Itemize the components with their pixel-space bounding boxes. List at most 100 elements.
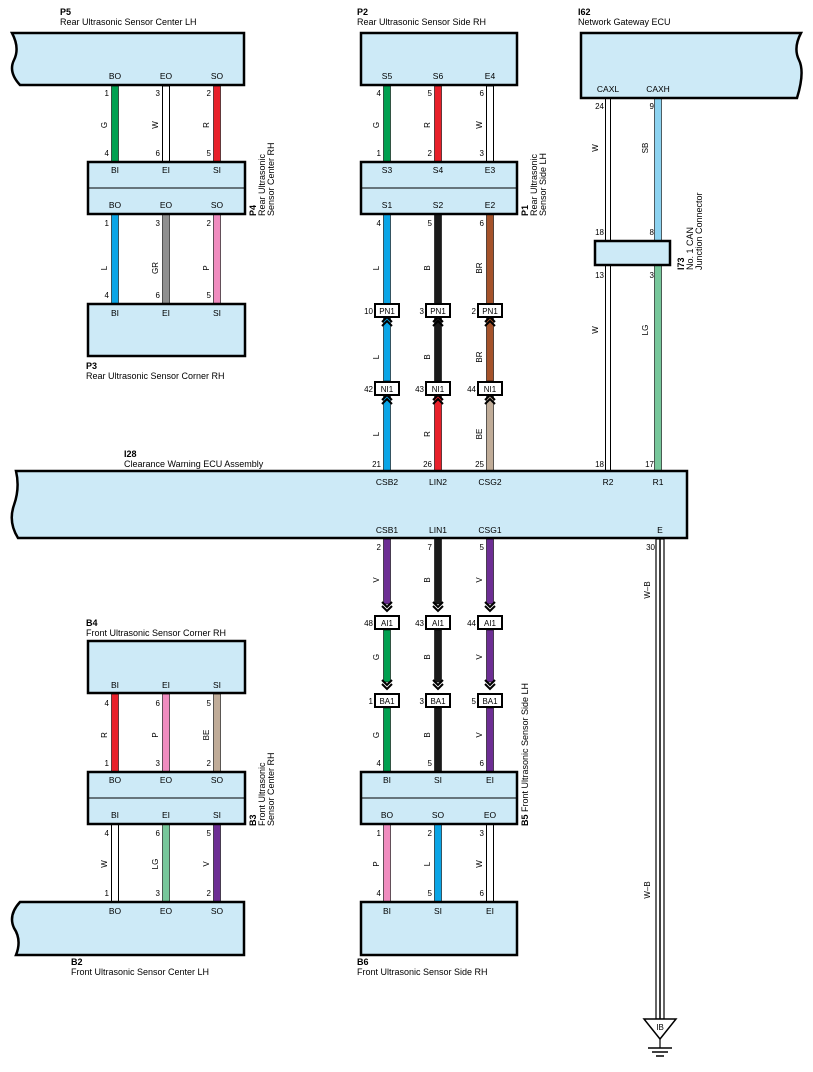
wire-code-b5-b6-2: W [475, 860, 484, 868]
pin-p5-0: 1 [105, 89, 110, 98]
pin-pn1-0: 10 [364, 307, 373, 316]
pin-b3-in-0: 1 [105, 759, 110, 768]
badge-ba1-0-frame [374, 693, 400, 708]
pin-b2-1: 3 [156, 889, 161, 898]
p2-code: P2 [357, 7, 368, 17]
wire-code-b3-b2-1: LG [151, 859, 160, 870]
pin-p3-0: 4 [105, 291, 110, 300]
wire-ba1-b5-1 [434, 707, 442, 773]
wire-code-p2-p1-2: W [475, 121, 484, 129]
wire-code-i73-ecu-1: LG [641, 325, 650, 336]
term-p2-2: E4 [485, 71, 496, 81]
wire-code-b4-b3-2: BE [202, 730, 211, 741]
p4-code: P4 [248, 205, 258, 216]
ni1-arrow-2-chevron-0 [484, 397, 496, 405]
wire-code-p4-p3-2: P [202, 265, 211, 270]
b5-code: B5 [520, 814, 530, 826]
pin-p3-2: 5 [207, 291, 212, 300]
p2-box [359, 31, 519, 87]
wire-code-p1-pn1-1: B [423, 265, 432, 270]
term-b5-bottom-1: SO [432, 810, 445, 820]
p3-box [86, 302, 247, 358]
term-b6-2: EI [486, 906, 494, 916]
pin-pn1-1: 3 [420, 307, 425, 316]
term-p4-bottom-2: SO [211, 200, 224, 210]
i28-code: I28 [124, 449, 137, 459]
term-b3-top-1: EO [160, 775, 173, 785]
ba1-arrow-1-chevron-0 [432, 679, 444, 687]
pin-i62-0: 24 [595, 102, 604, 111]
pin-p4-in-0: 4 [105, 149, 110, 158]
ba1-arrow-1-chevron-1 [432, 683, 444, 691]
pin-ni1-1: 43 [415, 385, 424, 394]
wire-p5-p4-0 [111, 85, 119, 163]
ni1-arrow-0-chevron-0 [381, 397, 393, 405]
badge-ai1-2-label: AI1 [484, 619, 497, 628]
wire-p1-pn1-1 [434, 213, 442, 305]
badge-ai1-2-frame [477, 615, 503, 630]
pn1-arrow-2-chevron-0 [484, 319, 496, 327]
wire-code-ground-upper: W–B [643, 581, 652, 598]
p4-name-line2: Sensor Center RH [266, 142, 276, 216]
pin-p5-2: 2 [207, 89, 212, 98]
term-p5-0: BO [109, 71, 122, 81]
wire-code-p5-p4-0: G [100, 122, 109, 128]
wire-code-b4-b3-1: P [151, 732, 160, 737]
wire-code-i62-i73-1: SB [641, 143, 650, 154]
badge-ba1-1-frame [425, 693, 451, 708]
wire-ecu-ai1-1 [434, 538, 442, 605]
wire-i73-ecu-r1 [654, 264, 662, 472]
pin-ecu-top-0: 21 [372, 460, 381, 469]
wire-code-ai1-ba1-2: V [475, 654, 484, 660]
badge-ni1-2-frame [477, 381, 503, 396]
wire-b3-b2-0 [111, 823, 119, 903]
wire-p4-p3-1 [162, 213, 170, 305]
wire-b3-b2-2 [213, 823, 221, 903]
p1-code: P1 [520, 205, 530, 216]
pin-p5-1: 3 [156, 89, 161, 98]
pin-ecu-bottom-2: 5 [480, 543, 485, 552]
pin-i73-top-0: 18 [595, 228, 604, 237]
badge-ba1-1-label: BA1 [430, 697, 446, 706]
wire-code-ai1-ba1-0: G [372, 654, 381, 660]
term-b5-top-0: BI [383, 775, 391, 785]
wire-b4-b3-2 [213, 693, 221, 773]
pin-b3-in-2: 2 [207, 759, 212, 768]
pin-i73-bottom-0: 13 [595, 271, 604, 280]
wire-ecu-ai1-0 [383, 538, 391, 605]
b4-code: B4 [86, 618, 98, 628]
badge-ba1-2-label: BA1 [482, 697, 498, 706]
wire-p1-pn1-0 [383, 213, 391, 305]
wire-code-p5-p4-2: R [202, 122, 211, 128]
pn1-arrow-0-chevron-0 [381, 319, 393, 327]
term-p1-bottom-2: E2 [485, 200, 496, 210]
pin-ni1-0: 42 [364, 385, 373, 394]
term-b3-top-0: BO [109, 775, 122, 785]
wire-code-pn1-ni1-0: L [372, 354, 381, 359]
term-b5-bottom-2: EO [484, 810, 497, 820]
wire-ai1-ba1-1 [434, 629, 442, 683]
pin-b6-2: 6 [480, 889, 485, 898]
pin-b5-in-1: 5 [428, 759, 433, 768]
term-ecu-r-1: R1 [653, 477, 664, 487]
term-b2-1: EO [160, 906, 173, 916]
term-p1-top-0: S3 [382, 165, 393, 175]
pin-p2-0: 4 [377, 89, 382, 98]
badge-ai1-0-frame [374, 615, 400, 630]
wire-ni1-ecu-1 [434, 395, 442, 472]
term-i62-0: CAXL [597, 84, 619, 94]
wire-code-p1-pn1-2: BR [475, 262, 484, 273]
wire-ba1-b5-2 [486, 707, 494, 773]
badge-pn1-1-label: PN1 [430, 307, 446, 316]
b2-name: Front Ultrasonic Sensor Center LH [71, 967, 209, 977]
b3-code: B3 [248, 814, 258, 826]
term-ecu-bottom-2: CSG1 [478, 525, 501, 535]
pin-b4-0: 4 [105, 699, 110, 708]
term-b3-bottom-2: SI [213, 810, 221, 820]
wire-ba1-b5-0 [383, 707, 391, 773]
term-p3-1: EI [162, 308, 170, 318]
wire-code-ba1-b5-0: G [372, 732, 381, 738]
wire-code-ni1-ecu-0: L [372, 431, 381, 436]
i73-code: I73 [676, 257, 686, 270]
